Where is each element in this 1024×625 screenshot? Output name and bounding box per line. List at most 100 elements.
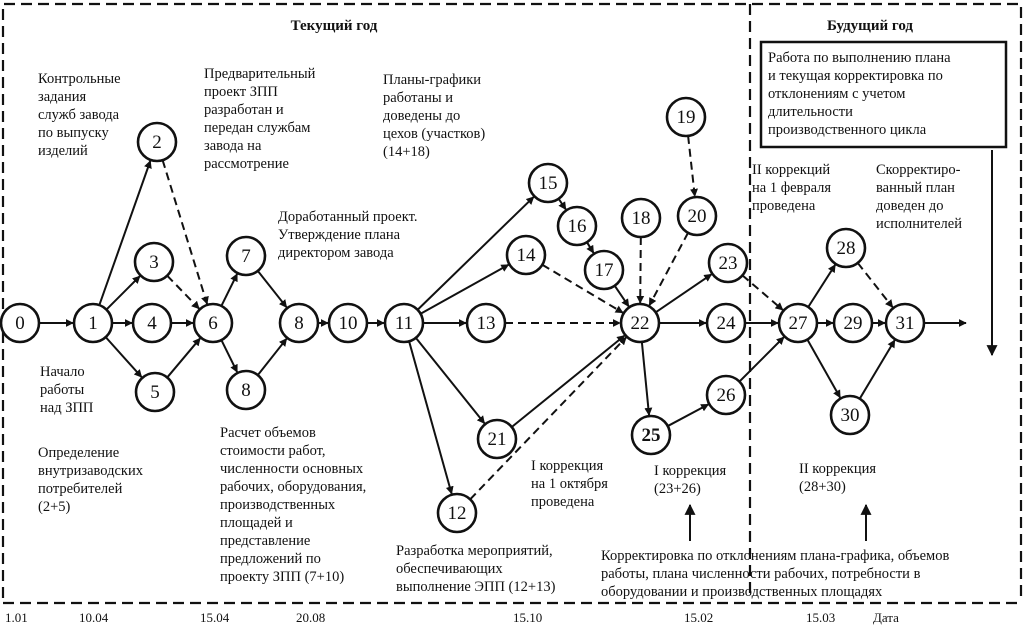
node-2: 2 bbox=[136, 121, 178, 163]
edge-n14-n22 bbox=[541, 263, 624, 314]
node-24: 24 bbox=[705, 302, 747, 344]
node-label: 24 bbox=[717, 313, 737, 334]
node-circle bbox=[465, 302, 507, 344]
node-circle bbox=[583, 249, 625, 291]
edge-n1-n2 bbox=[98, 160, 152, 306]
node-8a: 8 bbox=[278, 302, 320, 344]
node-25: 25 bbox=[630, 414, 672, 456]
tick-label: 15.10 bbox=[513, 610, 542, 625]
node-5: 5 bbox=[134, 371, 176, 413]
edge-n21-n22 bbox=[511, 334, 626, 428]
node-7: 7 bbox=[225, 235, 267, 277]
node-circle bbox=[665, 96, 707, 138]
node-label: 27 bbox=[789, 313, 808, 334]
node-20: 20 bbox=[676, 195, 718, 237]
section-frames bbox=[1, 2, 1023, 598]
edge-n25-n26 bbox=[667, 403, 710, 427]
node-30: 30 bbox=[829, 394, 871, 436]
next-year-title: Будущий год bbox=[827, 18, 913, 34]
node-circle bbox=[327, 302, 369, 344]
edge-n27-n30 bbox=[806, 339, 842, 399]
edge-n30-n31 bbox=[858, 339, 896, 400]
node-circle bbox=[705, 302, 747, 344]
node-27: 27 bbox=[777, 302, 819, 344]
node-circle bbox=[619, 302, 661, 344]
current-year-title: Текущий год bbox=[291, 18, 378, 34]
node-circle bbox=[630, 414, 672, 456]
edge-n2-n6 bbox=[161, 159, 209, 305]
node-31: 31 bbox=[884, 302, 926, 344]
edge-n16-n17 bbox=[586, 241, 595, 254]
plan-work-box bbox=[759, 40, 1008, 149]
edge-n23-n27 bbox=[741, 274, 784, 311]
node-circle bbox=[527, 162, 569, 204]
node-label: 29 bbox=[844, 313, 863, 334]
node-11: 11 bbox=[383, 302, 425, 344]
edge-n17-n22 bbox=[613, 285, 630, 308]
node-circle bbox=[225, 369, 267, 411]
node-label: 14 bbox=[517, 245, 537, 266]
node-label: 20 bbox=[688, 206, 707, 227]
node-circle bbox=[705, 374, 747, 416]
node-22: 22 bbox=[619, 302, 661, 344]
node-label: 16 bbox=[568, 216, 587, 237]
tick-label: 15.04 bbox=[200, 610, 230, 625]
edge-n11-n12 bbox=[408, 341, 454, 495]
node-label: 31 bbox=[896, 313, 915, 334]
node-circle bbox=[476, 418, 518, 460]
node-15: 15 bbox=[527, 162, 569, 204]
node-circle bbox=[0, 302, 41, 344]
node-label: 2 bbox=[152, 132, 162, 153]
edge-n22-n23 bbox=[655, 273, 713, 314]
edge-n8b-n8a bbox=[257, 338, 288, 376]
node-1: 1 bbox=[72, 302, 114, 344]
node-circle bbox=[133, 241, 175, 283]
edge-n26-n27 bbox=[738, 336, 785, 383]
note-second-correction: II коррекция(28+30) bbox=[799, 461, 876, 495]
node-label: 6 bbox=[208, 313, 218, 334]
node-label: 21 bbox=[488, 429, 507, 450]
node-label: 4 bbox=[147, 313, 157, 334]
node-10: 10 bbox=[327, 302, 369, 344]
edge-n28-n31 bbox=[856, 262, 894, 308]
node-13: 13 bbox=[465, 302, 507, 344]
node-8b: 8 bbox=[225, 369, 267, 411]
node-circle bbox=[676, 195, 718, 237]
node-circle bbox=[225, 235, 267, 277]
node-14: 14 bbox=[505, 234, 547, 276]
node-circle bbox=[556, 205, 598, 247]
node-circle bbox=[884, 302, 926, 344]
node-label: 28 bbox=[837, 238, 856, 259]
edge-n22-n25 bbox=[640, 341, 653, 416]
node-label: 12 bbox=[448, 503, 467, 524]
node-label: 15 bbox=[539, 173, 558, 194]
node-label: 3 bbox=[149, 252, 159, 273]
node-circle bbox=[131, 302, 173, 344]
node-0: 0 bbox=[0, 302, 41, 344]
timeline-end-label: Дата bbox=[873, 610, 899, 625]
node-circle bbox=[505, 234, 547, 276]
edge-n19-n20 bbox=[687, 135, 698, 197]
edge-n27-n28 bbox=[807, 264, 837, 308]
edge-n11-n21 bbox=[415, 337, 486, 425]
node-circle bbox=[707, 242, 749, 284]
node-label: 10 bbox=[339, 313, 358, 334]
node-label: 7 bbox=[241, 246, 251, 267]
edge-n18-n22 bbox=[636, 236, 645, 304]
node-circle bbox=[829, 394, 871, 436]
note-deviation-correction: Корректировка по отклонениям плана-графи… bbox=[601, 548, 949, 600]
edge-n11-n15 bbox=[416, 196, 535, 311]
